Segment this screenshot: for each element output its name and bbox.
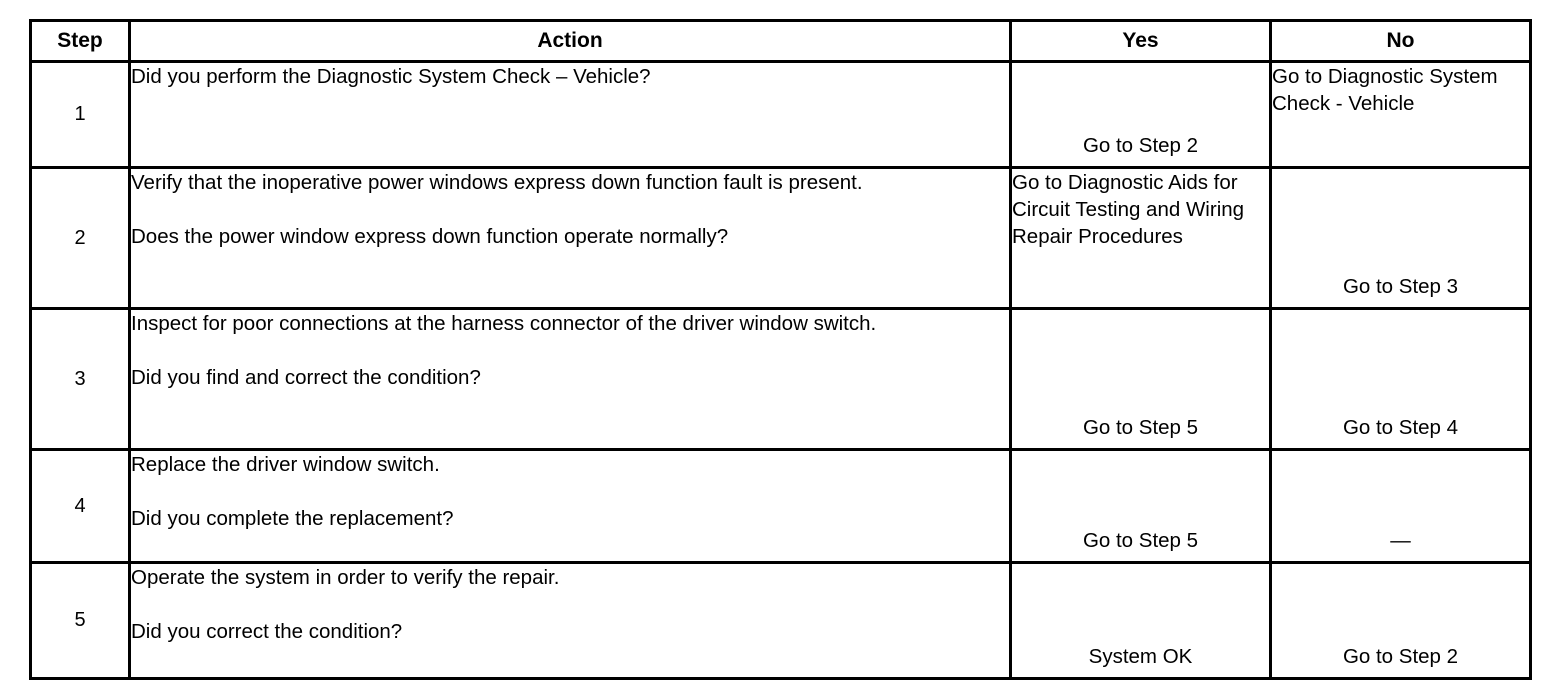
action-statement: Operate the system in order to verify th… (131, 566, 560, 589)
column-header-step: Step (29, 19, 131, 63)
table-header: Step Action Yes No (29, 19, 1532, 63)
table-row: 5 Operate the system in order to verify … (29, 561, 1532, 680)
step-number: 1 (29, 60, 131, 169)
action-cell: Operate the system in order to verify th… (128, 561, 1012, 680)
action-spacer (131, 478, 1009, 505)
diagnostic-step-table: Step Action Yes No 1 Did you perform the… (29, 19, 1532, 680)
action-cell: Replace the driver window switch. Did yo… (128, 448, 1012, 564)
action-question: Did you correct the condition? (131, 620, 403, 644)
column-header-no: No (1269, 19, 1532, 63)
action-spacer (131, 337, 1009, 364)
table-header-row: Step Action Yes No (29, 19, 1532, 63)
no-cell: Go to Step 2 (1269, 561, 1532, 680)
yes-cell: Go to Step 5 (1009, 307, 1272, 451)
action-statement: Inspect for poor connections at the harn… (131, 312, 877, 335)
yes-cell: Go to Step 2 (1009, 60, 1272, 169)
table-row: 3 Inspect for poor connections at the ha… (29, 307, 1532, 451)
table-row: 2 Verify that the inoperative power wind… (29, 166, 1532, 310)
action-question: Does the power window express down funct… (131, 225, 729, 249)
table-row: 1 Did you perform the Diagnostic System … (29, 60, 1532, 169)
action-statement: Did you perform the Diagnostic System Ch… (131, 65, 651, 88)
action-question: Did you complete the replacement? (131, 507, 454, 531)
action-spacer (131, 196, 1009, 223)
action-cell: Did you perform the Diagnostic System Ch… (128, 60, 1012, 169)
table-row: 4 Replace the driver window switch. Did … (29, 448, 1532, 564)
no-cell: — (1269, 448, 1532, 564)
action-spacer (131, 591, 1009, 618)
action-cell: Inspect for poor connections at the harn… (128, 307, 1012, 451)
step-number: 2 (29, 166, 131, 310)
column-header-yes: Yes (1009, 19, 1272, 63)
column-header-action: Action (128, 19, 1012, 63)
table-body: 1 Did you perform the Diagnostic System … (29, 60, 1532, 680)
no-cell: Go to Diagnostic System Check - Vehicle (1269, 60, 1532, 169)
yes-cell: Go to Diagnostic Aids for Circuit Testin… (1009, 166, 1272, 310)
action-statement: Verify that the inoperative power window… (131, 171, 863, 194)
yes-cell: System OK (1009, 561, 1272, 680)
action-cell: Verify that the inoperative power window… (128, 166, 1012, 310)
step-number: 3 (29, 307, 131, 451)
step-number: 5 (29, 561, 131, 680)
yes-cell: Go to Step 5 (1009, 448, 1272, 564)
step-number: 4 (29, 448, 131, 564)
no-cell: Go to Step 3 (1269, 166, 1532, 310)
action-statement: Replace the driver window switch. (131, 453, 440, 476)
action-question: Did you find and correct the condition? (131, 366, 481, 390)
no-cell: Go to Step 4 (1269, 307, 1532, 451)
